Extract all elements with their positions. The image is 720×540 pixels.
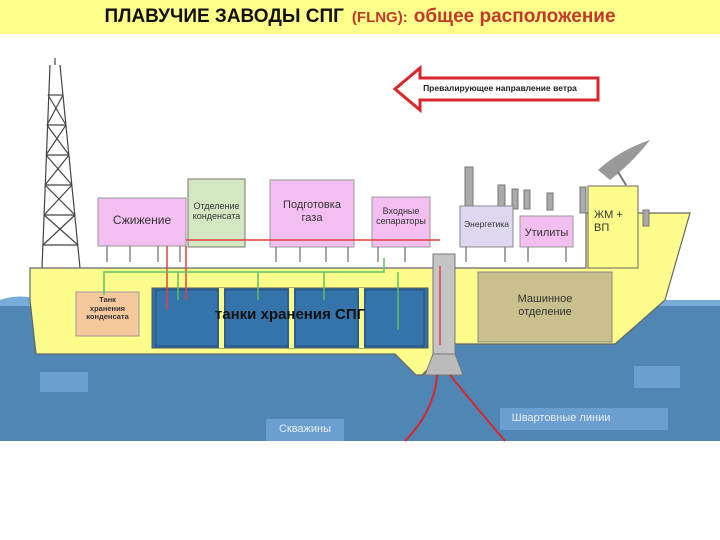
page-title: ПЛАВУЧИЕ ЗАВОДЫ СПГ bbox=[104, 6, 344, 27]
module-gas-preparation bbox=[269, 179, 355, 248]
flare-tower bbox=[41, 58, 81, 269]
gas-preparation-line1: Подготовка bbox=[283, 199, 341, 211]
condensate-flow-lines bbox=[103, 258, 399, 330]
living-quarters-line1: ЖМ + bbox=[594, 209, 623, 221]
gas-preparation-line2: газа bbox=[301, 211, 323, 224]
wells-label: Скважины bbox=[278, 423, 332, 435]
module-supports bbox=[106, 246, 567, 262]
condensate-separation-line2: конденсата bbox=[192, 211, 241, 222]
riser-to-wells bbox=[404, 374, 438, 442]
mooring-label-box bbox=[500, 408, 668, 430]
condensate-tank-label: Танк хранения конденсата bbox=[76, 295, 139, 322]
title-abbreviation: (FLNG): bbox=[351, 8, 408, 26]
module-liquefaction bbox=[97, 197, 187, 247]
condensate-tank-line2: хранения bbox=[89, 303, 126, 313]
condensate-tank-line1: Танк bbox=[99, 295, 116, 304]
gas-preparation-label: Подготовка газа bbox=[270, 199, 354, 224]
engine-room-line1: Машинное bbox=[517, 293, 573, 305]
living-quarters-label: ЖМ + ВП bbox=[594, 209, 638, 234]
module-condensate-separation bbox=[187, 178, 246, 248]
wind-direction-label: Превалирующее направление ветра bbox=[423, 83, 577, 93]
lng-tanks-label: танки хранения СПГ bbox=[214, 306, 366, 323]
module-living-quarters bbox=[587, 185, 639, 269]
module-power bbox=[459, 205, 514, 248]
radar-dish bbox=[598, 140, 650, 180]
inlet-separators-line1: Входные bbox=[382, 206, 420, 216]
liquefaction-label: Сжижение bbox=[112, 213, 172, 227]
title-subtitle: общее расположение bbox=[413, 6, 616, 27]
lng-tank-1 bbox=[155, 289, 219, 347]
power-label: Энергетика bbox=[464, 219, 509, 229]
sea-patch-left bbox=[40, 372, 88, 392]
lng-tank-2 bbox=[224, 289, 289, 347]
utilities-label: Утилиты bbox=[524, 227, 569, 239]
process-flow-lines bbox=[166, 239, 441, 345]
module-utilities bbox=[519, 215, 574, 248]
title-bar: ПЛАВУЧИЕ ЗАВОДЫ СПГ (FLNG): общее распол… bbox=[0, 0, 720, 34]
condensate-separation-label: Отделение конденсата bbox=[188, 201, 245, 222]
chimney-4 bbox=[523, 189, 531, 210]
lng-tank-4 bbox=[364, 289, 425, 347]
condensate-tank-line3: конденсата bbox=[86, 312, 129, 322]
module-inlet-separators bbox=[371, 196, 431, 248]
chimney-6 bbox=[579, 186, 587, 214]
sea-patch-right bbox=[634, 366, 680, 388]
mooring-lines-label: Швартовные линии bbox=[511, 412, 611, 424]
inlet-separators-label: Входные сепараторы bbox=[372, 206, 430, 227]
lng-tank-3 bbox=[294, 289, 359, 347]
engine-room bbox=[477, 271, 613, 343]
radar-mast bbox=[617, 171, 627, 186]
mooring-line bbox=[449, 374, 506, 442]
chimney-5 bbox=[546, 192, 554, 211]
condensate-storage-tank bbox=[75, 291, 140, 337]
chimney-3 bbox=[511, 188, 519, 210]
turret bbox=[432, 253, 456, 355]
wind-arrow bbox=[392, 64, 600, 114]
engine-room-line2: отделение bbox=[518, 305, 572, 318]
inlet-separators-line2: сепараторы bbox=[376, 216, 426, 227]
wells-label-box bbox=[266, 419, 344, 441]
engine-room-label: Машинное отделение bbox=[478, 293, 612, 318]
chimney-2 bbox=[497, 184, 506, 210]
living-quarters-line2: ВП bbox=[594, 221, 610, 234]
tank-gaps bbox=[219, 288, 364, 348]
chimney-1 bbox=[464, 166, 474, 208]
chimney-8 bbox=[642, 209, 650, 227]
condensate-separation-line1: Отделение bbox=[193, 201, 240, 211]
